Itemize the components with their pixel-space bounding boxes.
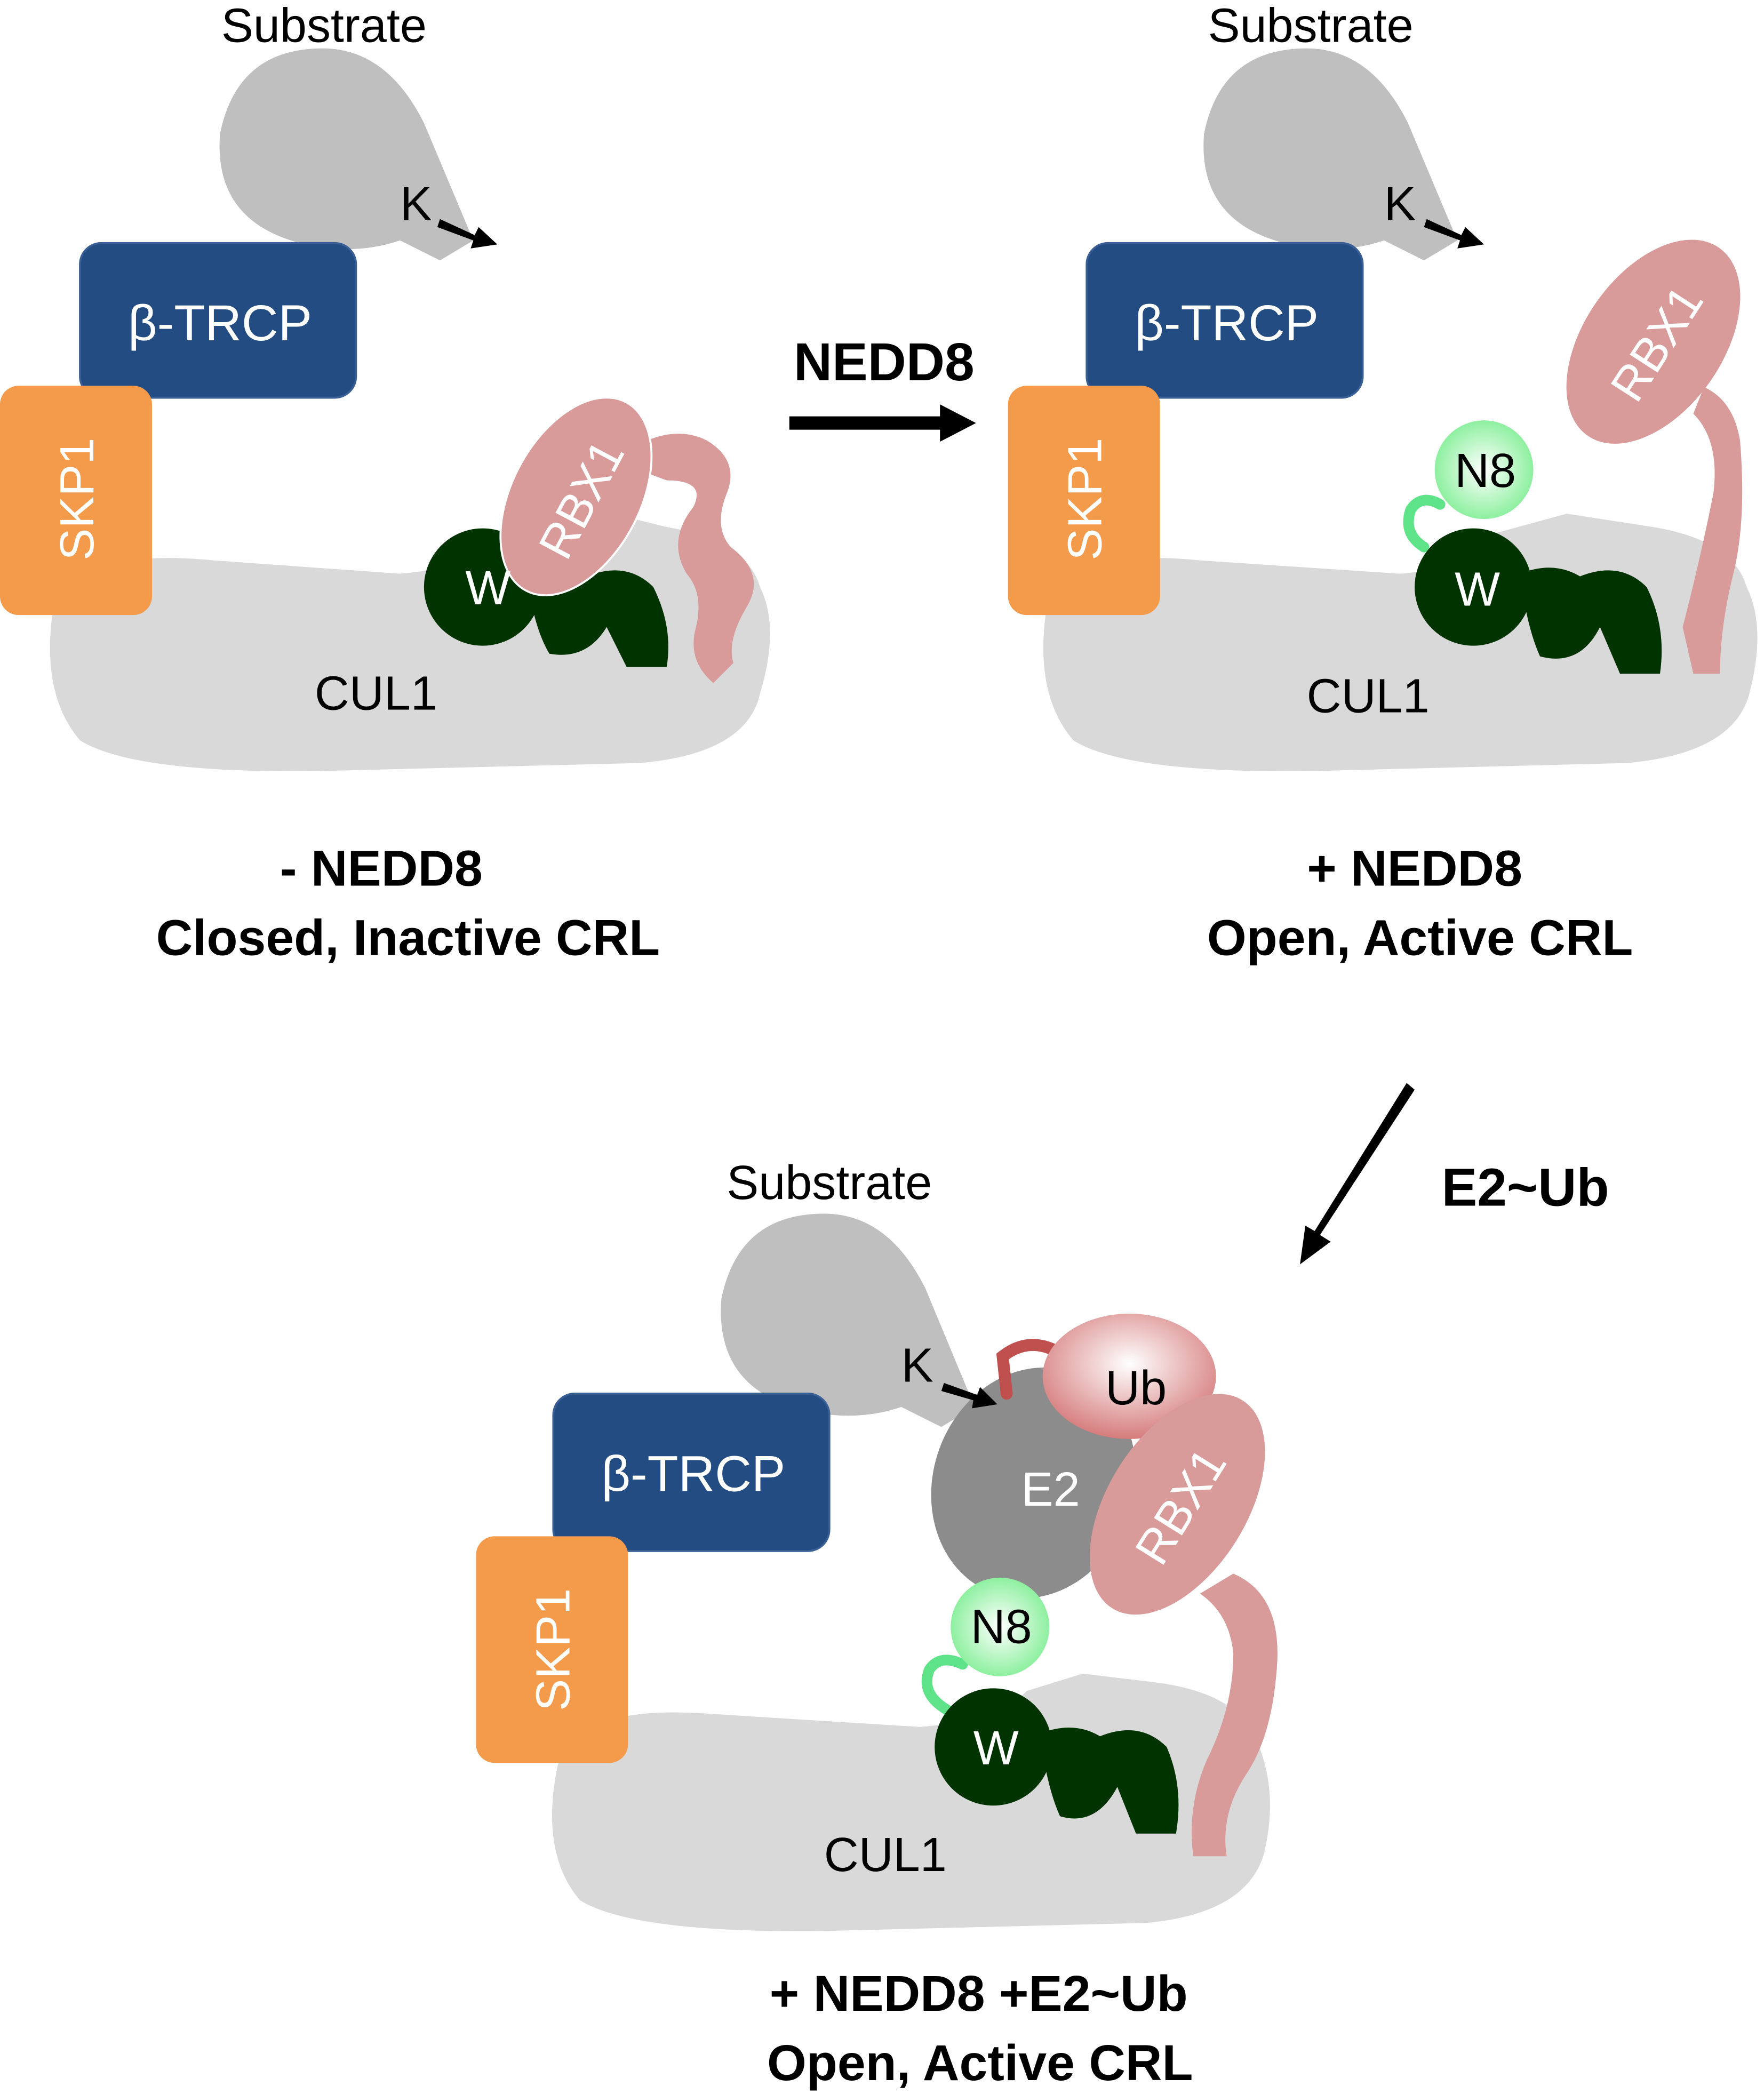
wh-label: W: [973, 1722, 1019, 1775]
skp1-label: SKP1: [1059, 438, 1112, 561]
substrate-label: Substrate: [221, 0, 427, 52]
btrcp-box: [1085, 242, 1364, 399]
ub-shape: [1042, 1313, 1216, 1439]
substrate-label: Substrate: [727, 1156, 932, 1210]
rbx1-tail: [613, 434, 754, 683]
n8-ubl: [951, 1577, 1050, 1676]
skp1-box: [476, 1536, 628, 1763]
panel1-caption-line1: - NEDD8: [280, 841, 483, 897]
cul1-label: CUL1: [1307, 670, 1430, 723]
substrate-label: Substrate: [1208, 0, 1414, 52]
panel2-caption-line2: Open, Active CRL: [1207, 910, 1633, 966]
n8-label: N8: [971, 1600, 1032, 1653]
wh-domain: [935, 1688, 1179, 1834]
btrcp-label: β-TRCP: [601, 1445, 785, 1502]
e2ub-transition-arrow: [1300, 1083, 1415, 1265]
n8-ubl: [1434, 420, 1534, 519]
btrcp-label: β-TRCP: [128, 295, 312, 351]
cul1-label: CUL1: [824, 1828, 947, 1882]
panel-closed-inactive: [0, 48, 770, 771]
wh-label: W: [465, 562, 510, 615]
lysine-label: K: [1384, 178, 1416, 231]
rbx1-ring: [1566, 239, 1741, 444]
wh-domain: [1415, 528, 1662, 674]
skp1-box: [0, 386, 152, 616]
wh-label: W: [1455, 563, 1500, 617]
panel3-caption-line2: Open, Active CRL: [767, 2035, 1193, 2091]
cul1-label: CUL1: [315, 667, 437, 721]
skp1-box: [1008, 386, 1160, 616]
rbx1-tail: [1682, 387, 1743, 674]
skp1-label: SKP1: [51, 438, 104, 561]
ub-linker: [996, 1339, 1059, 1400]
rbx1-tail: [1192, 1573, 1278, 1857]
skp1-label: SKP1: [526, 1588, 580, 1711]
lysine-label: K: [400, 178, 432, 231]
nedd8-transition-arrow: [789, 404, 976, 442]
panel3-caption-line1: + NEDD8 +E2~Ub: [770, 1965, 1188, 2022]
lysine-arrow: [941, 1382, 997, 1409]
nedd8-transition-label: NEDD8: [794, 332, 975, 392]
rbx1-ring: [499, 396, 653, 596]
n8-label: N8: [1455, 444, 1516, 498]
panel2-caption-line1: + NEDD8: [1307, 841, 1522, 897]
btrcp-box: [79, 242, 357, 399]
panel-open-active-e2ub: [476, 1213, 1278, 1931]
ub-label: Ub: [1105, 1362, 1167, 1415]
panel1-caption-line2: Closed, Inactive CRL: [156, 910, 660, 966]
n8-linker: [921, 1655, 968, 1715]
panel-open-active: [1008, 48, 1758, 771]
substrate-shape: [721, 1213, 975, 1427]
substrate-shape: [219, 48, 474, 261]
lysine-arrow: [1424, 219, 1484, 249]
btrcp-label: β-TRCP: [1135, 295, 1319, 351]
substrate-shape: [1203, 48, 1458, 261]
e2ub-transition-label: E2~Ub: [1442, 1157, 1609, 1217]
lysine-arrow: [437, 219, 498, 249]
btrcp-box: [552, 1393, 831, 1552]
e2-label: E2: [1021, 1463, 1080, 1516]
lysine-label: K: [901, 1339, 933, 1392]
n8-linker: [1403, 494, 1446, 553]
rbx1-ring: [1089, 1394, 1265, 1615]
